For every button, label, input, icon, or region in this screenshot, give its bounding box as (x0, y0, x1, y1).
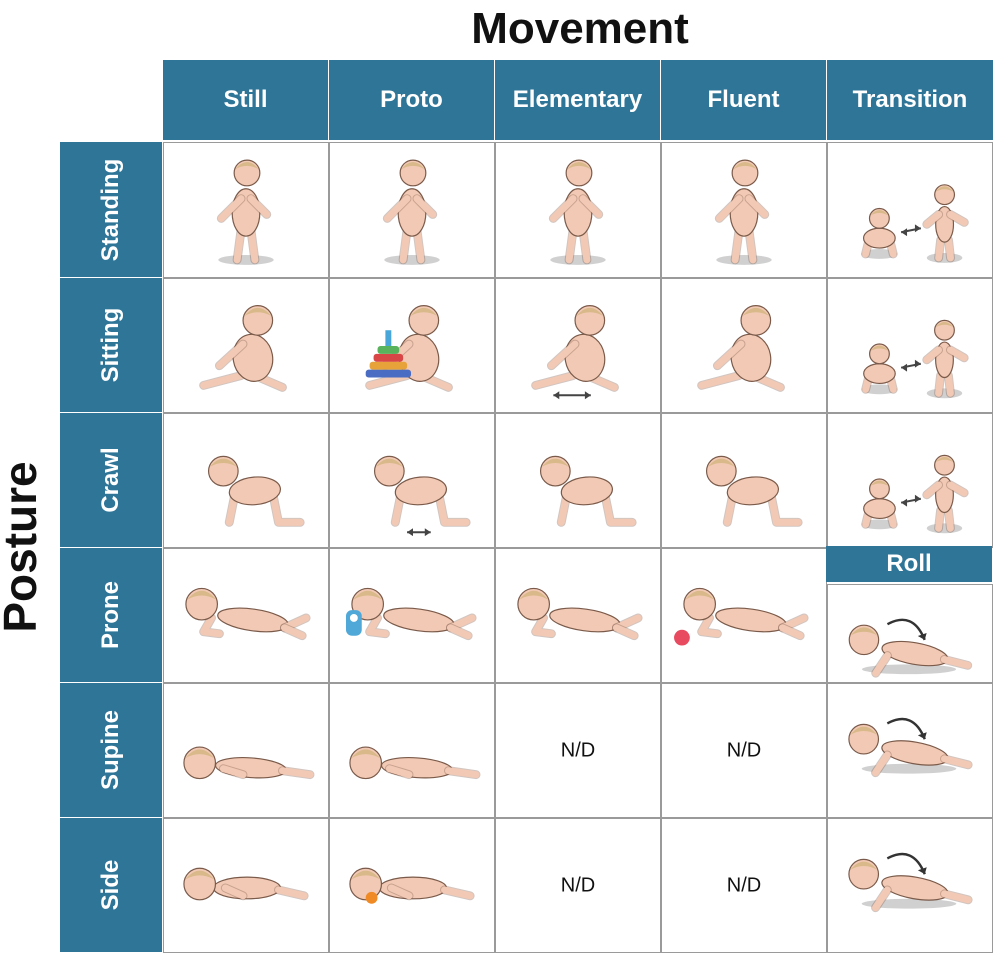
grid-cell-standing-proto (329, 142, 495, 278)
grid-cell-prone-transition (827, 584, 993, 683)
grid-cell-crawl-still (163, 413, 329, 548)
roll-label: Roll (826, 546, 992, 582)
grid-cell-side-elementary: N/D (495, 818, 661, 953)
baby-crawl-to-stand-icon (861, 454, 969, 534)
grid-cell-crawl-proto (329, 413, 495, 548)
row-header-sitting: Sitting (60, 278, 162, 413)
col-header-transition: Transition (827, 60, 993, 140)
grid-cell-side-transition (827, 818, 993, 953)
grid-cell-supine-transition (827, 683, 993, 818)
grid-cell-sitting-fluent (661, 278, 827, 413)
baby-prone-elementary-icon (517, 587, 643, 641)
baby-crawl-to-stand-icon (861, 319, 969, 399)
baby-side-proto-icon (349, 867, 475, 904)
baby-supine-proto-icon (349, 746, 481, 780)
grid-cell-prone-proto (329, 548, 495, 683)
baby-prone-toy-icon (345, 587, 477, 641)
posture-title: Posture (0, 461, 46, 633)
grid-cell-supine-fluent: N/D (661, 683, 827, 818)
baby-sitting-fluent-icon (697, 305, 785, 392)
col-header-elementary: Elementary (495, 60, 661, 140)
col-header-proto: Proto (329, 60, 495, 140)
grid-cell-sitting-proto (329, 278, 495, 413)
baby-roll-icon (848, 852, 973, 913)
grid-cell-crawl-elementary (495, 413, 661, 548)
movement-title: Movement (471, 4, 689, 53)
baby-supine-still-icon (183, 746, 315, 780)
col-header-fluent: Fluent (661, 60, 827, 140)
grid-cell-supine-proto (329, 683, 495, 818)
row-header-prone: Prone (60, 548, 162, 683)
baby-crawl-to-stand-icon (861, 184, 969, 263)
grid-cell-standing-still (163, 142, 329, 278)
grid-cell-side-proto (329, 818, 495, 953)
baby-sitting-elementary-icon (531, 305, 619, 400)
row-header-standing: Standing (60, 142, 162, 278)
row-header-supine: Supine (60, 683, 162, 818)
baby-roll-icon (848, 618, 973, 678)
grid-cell-sitting-elementary (495, 278, 661, 413)
baby-standing-fluent-icon (714, 159, 772, 265)
row-header-crawl: Crawl (60, 413, 162, 548)
nd-label: N/D (726, 739, 762, 761)
grid-cell-standing-transition (827, 142, 993, 278)
baby-sitting-toy-icon (365, 305, 453, 392)
nd-label: N/D (560, 739, 596, 761)
baby-crawl-elementary-icon (539, 455, 637, 527)
grid-cell-prone-elementary (495, 548, 661, 683)
row-header-side: Side (60, 818, 162, 953)
baby-prone-still-icon (185, 587, 311, 641)
grid-cell-side-fluent: N/D (661, 818, 827, 953)
grid-cell-prone-fluent (661, 548, 827, 683)
grid-cell-prone-still (163, 548, 329, 683)
baby-crawl-proto-icon (373, 455, 471, 537)
baby-roll-icon (848, 717, 973, 778)
baby-side-still-icon (183, 867, 309, 901)
nd-label: N/D (726, 874, 762, 896)
baby-standing-proto-icon (382, 159, 440, 265)
grid-cell-crawl-transition (827, 413, 993, 548)
baby-prone-ball-icon (674, 587, 809, 646)
grid-cell-side-still (163, 818, 329, 953)
baby-sitting-still-icon (199, 305, 287, 392)
grid-cell-sitting-transition (827, 278, 993, 413)
grid-cell-sitting-still (163, 278, 329, 413)
grid-cell-crawl-fluent (661, 413, 827, 548)
nd-label: N/D (560, 874, 596, 896)
grid-cell-standing-fluent (661, 142, 827, 278)
baby-crawl-still-icon (207, 455, 305, 527)
grid-cell-supine-still (163, 683, 329, 818)
baby-crawl-fluent-icon (705, 455, 803, 527)
baby-standing-still-icon (216, 159, 274, 265)
col-header-still: Still (163, 60, 329, 140)
baby-standing-elementary-icon (548, 159, 606, 265)
grid-cell-standing-elementary (495, 142, 661, 278)
grid-cell-supine-elementary: N/D (495, 683, 661, 818)
